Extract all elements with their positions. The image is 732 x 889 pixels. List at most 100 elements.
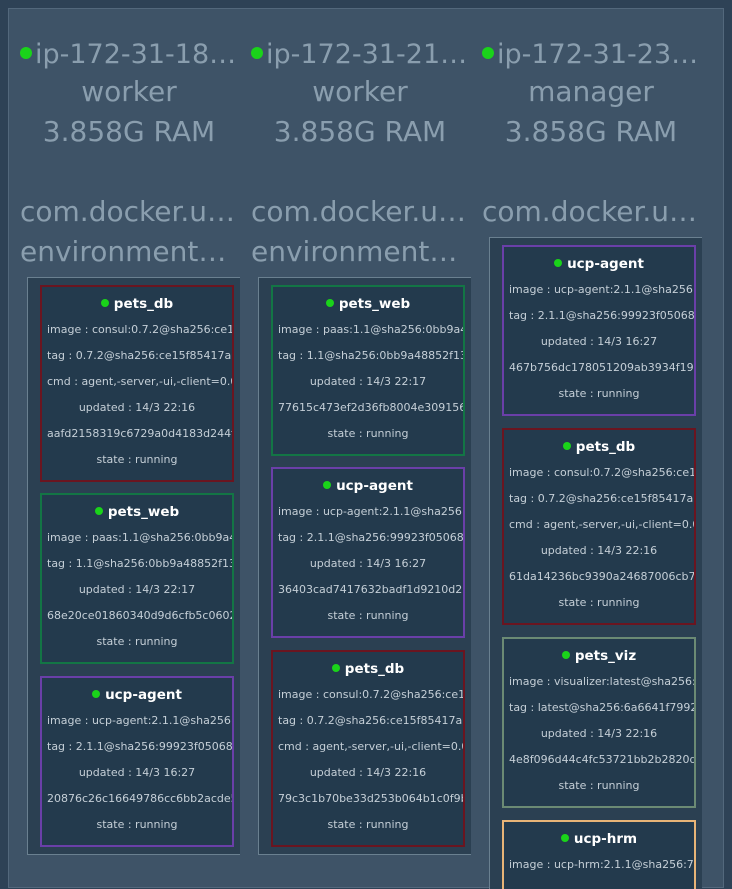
node-hostname-text: ip-172-31-23-... xyxy=(497,39,702,70)
node-header: ip-172-31-23-... manager 3.858G RAM com.… xyxy=(480,38,702,232)
service-cmd: cmd : agent,-server,-ui,-client=0.0.0.0 xyxy=(47,375,232,388)
service-image: image : visualizer:latest@sha256:6a6 xyxy=(509,675,694,688)
service-id: aafd2158319c6729a0d4183d244f854 xyxy=(47,427,232,440)
service-id: 467b756dc178051209ab3934f190d6 xyxy=(509,361,694,374)
service-tag: tag : 2.1.1@sha256:99923f050689bcb xyxy=(47,740,232,753)
service-status-dot xyxy=(92,690,101,698)
swarm-visualizer: ip-172-31-18-... worker 3.858G RAM com.d… xyxy=(8,8,724,889)
service-state: state : running xyxy=(96,453,178,466)
service-status-dot xyxy=(561,651,570,659)
service-updated: updated : 14/3 16:27 xyxy=(309,557,427,570)
service-status-dot xyxy=(554,259,563,267)
service-image: image : ucp-agent:2.1.1@sha256:99923 xyxy=(47,714,232,727)
node-hostname: ip-172-31-21-... xyxy=(249,38,471,72)
service-cmd: cmd : agent,-server,-ui,-client=0.0.0.0 xyxy=(278,740,463,753)
service-name: ucp-agent xyxy=(504,251,694,277)
service-id: 4e8f096d44c4fc53721bb2b2820da0 xyxy=(509,753,694,766)
service-name: pets_web xyxy=(42,499,232,525)
service-stack: ucp-agent image : ucp-agent:2.1.1@sha256… xyxy=(489,237,702,889)
service-tag: tag : 1.1@sha256:0bb9a48852f13381 xyxy=(47,557,232,570)
node-hostname: ip-172-31-23-... xyxy=(480,38,702,72)
service-card-ucp-hrm[interactable]: ucp-hrm image : ucp-hrm:2.1.1@sha256:73c… xyxy=(502,820,696,889)
node-hostname: ip-172-31-18-... xyxy=(18,38,240,72)
service-state: state : running xyxy=(96,635,178,648)
service-state: state : running xyxy=(327,818,409,831)
service-image: image : consul:0.7.2@sha256:ce15f85417a0… xyxy=(47,323,232,336)
node-ram: 3.858G RAM xyxy=(42,115,216,148)
node-role: manager xyxy=(528,75,654,108)
service-card-pets-db[interactable]: pets_db image : consul:0.7.2@sha256:ce15… xyxy=(502,428,696,625)
service-state: state : running xyxy=(558,596,640,609)
service-tag: tag : 2.1.1@sha256:99923f050689bcb xyxy=(278,531,463,544)
service-status-dot xyxy=(323,481,332,489)
service-tag: tag : 0.7.2@sha256:ce15f85417a0cf1 xyxy=(509,492,694,505)
node-hostname-text: ip-172-31-18-... xyxy=(35,39,240,70)
service-tag: tag : latest@sha256:6a6641f7992a3c xyxy=(509,701,694,714)
service-stack: pets_db image : consul:0.7.2@sha256:ce15… xyxy=(27,277,240,855)
service-image: image : paas:1.1@sha256:0bb9a48852f1 xyxy=(47,531,232,544)
service-id: 61da14236bc9390a24687006cb7f0d xyxy=(509,570,694,583)
service-image: image : consul:0.7.2@sha256:ce15f85417a0… xyxy=(278,688,463,701)
service-updated: updated : 14/3 22:16 xyxy=(540,544,658,557)
node-label: environment=... xyxy=(251,235,471,268)
node-status-dot xyxy=(482,46,494,59)
service-tag: tag : 2.1.1@sha256:99923f050689bcb xyxy=(509,309,694,322)
service-name: pets_db xyxy=(42,291,232,317)
service-status-dot xyxy=(100,299,109,307)
service-state: state : running xyxy=(558,387,640,400)
service-updated: updated : 14/3 16:27 xyxy=(78,766,196,779)
service-status-dot xyxy=(331,664,340,672)
node-ram: 3.858G RAM xyxy=(504,115,678,148)
service-image: image : ucp-agent:2.1.1@sha256:99923 xyxy=(509,283,694,296)
service-state: state : running xyxy=(327,609,409,622)
service-updated: updated : 14/3 22:16 xyxy=(309,766,427,779)
node-column: ip-172-31-21-... worker 3.858G RAM com.d… xyxy=(249,9,471,889)
service-card-pets-viz[interactable]: pets_viz image : visualizer:latest@sha25… xyxy=(502,637,696,808)
service-id: 77615c473ef2d36fb8004e3091568c4 xyxy=(278,401,463,414)
service-name: ucp-hrm xyxy=(504,826,694,852)
service-card-pets-web[interactable]: pets_web image : paas:1.1@sha256:0bb9a48… xyxy=(40,493,234,664)
service-image: image : consul:0.7.2@sha256:ce15f85417a0… xyxy=(509,466,694,479)
service-cmd: cmd : agent,-server,-ui,-client=0.0.0.0 xyxy=(509,518,694,531)
service-id: 68e20ce01860340d9d6cfb5c0602653 xyxy=(47,609,232,622)
service-name: pets_db xyxy=(273,656,463,682)
service-updated: updated : 14/3 22:17 xyxy=(309,375,427,388)
service-card-ucp-agent[interactable]: ucp-agent image : ucp-agent:2.1.1@sha256… xyxy=(40,676,234,847)
service-card-ucp-agent[interactable]: ucp-agent image : ucp-agent:2.1.1@sha256… xyxy=(271,467,465,638)
node-header: ip-172-31-18-... worker 3.858G RAM com.d… xyxy=(18,38,240,272)
service-name: pets_db xyxy=(504,434,694,460)
node-label: com.docker.uc... xyxy=(482,195,702,228)
service-id: 79c3c1b70be33d253b064b1c0f9b15 xyxy=(278,792,463,805)
node-status-dot xyxy=(251,46,263,59)
node-hostname-text: ip-172-31-21-... xyxy=(266,39,471,70)
service-id: 36403cad7417632badf1d9210d2bbb xyxy=(278,583,463,596)
service-tag: tag : 1.1@sha256:0bb9a48852f13381 xyxy=(278,349,463,362)
service-updated: updated : 14/3 16:27 xyxy=(540,335,658,348)
node-header: ip-172-31-21-... worker 3.858G RAM com.d… xyxy=(249,38,471,272)
service-image: image : paas:1.1@sha256:0bb9a48852f1 xyxy=(278,323,463,336)
node-label: com.docker.uc... xyxy=(251,195,471,228)
service-name: ucp-agent xyxy=(42,682,232,708)
service-stack: pets_web image : paas:1.1@sha256:0bb9a48… xyxy=(258,277,471,855)
node-role: worker xyxy=(81,75,177,108)
service-status-dot xyxy=(94,507,103,515)
service-card-ucp-agent[interactable]: ucp-agent image : ucp-agent:2.1.1@sha256… xyxy=(502,245,696,416)
service-image: image : ucp-hrm:2.1.1@sha256:73c6 xyxy=(509,858,694,871)
service-name: ucp-agent xyxy=(273,473,463,499)
service-name: pets_viz xyxy=(504,643,694,669)
service-name: pets_web xyxy=(273,291,463,317)
service-state: state : running xyxy=(96,818,178,831)
service-state: state : running xyxy=(327,427,409,440)
node-ram: 3.858G RAM xyxy=(273,115,447,148)
service-card-pets-web[interactable]: pets_web image : paas:1.1@sha256:0bb9a48… xyxy=(271,285,465,456)
service-id: 20876c26c16649786cc6bb2acde56 xyxy=(47,792,232,805)
service-card-pets-db[interactable]: pets_db image : consul:0.7.2@sha256:ce15… xyxy=(271,650,465,847)
service-updated: updated : 14/3 22:16 xyxy=(78,401,196,414)
service-status-dot xyxy=(562,442,571,450)
service-card-pets-db[interactable]: pets_db image : consul:0.7.2@sha256:ce15… xyxy=(40,285,234,482)
service-image: image : ucp-agent:2.1.1@sha256:99923 xyxy=(278,505,463,518)
service-updated: updated : 14/3 22:17 xyxy=(78,583,196,596)
node-status-dot xyxy=(20,46,32,59)
node-role: worker xyxy=(312,75,408,108)
node-label: environment=... xyxy=(20,235,240,268)
